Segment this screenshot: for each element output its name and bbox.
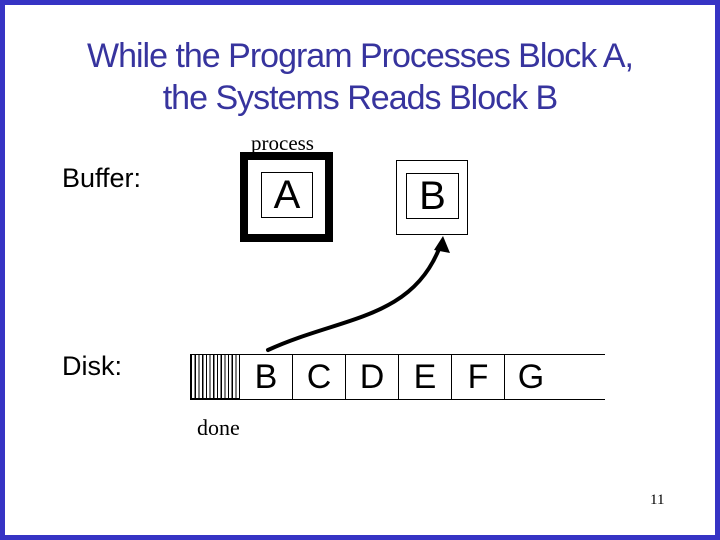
disk-cell-d: D [345, 354, 399, 400]
buffer-label: Buffer: [62, 163, 142, 193]
buffer-block-b-letter: B [406, 173, 459, 219]
process-label: process [251, 131, 314, 155]
disk-cell-b: B [239, 354, 293, 400]
done-label: done [197, 415, 240, 440]
buffer-block-b: B [396, 160, 468, 235]
disk-cell-e: E [398, 354, 452, 400]
disk-cell-c: C [292, 354, 346, 400]
page-number: 11 [650, 492, 665, 508]
disk-row: B C D E F G [190, 354, 605, 400]
title-line-1: While the Program Processes Block A, [86, 37, 634, 75]
disk-cell-f: F [451, 354, 505, 400]
buffer-block-a-letter: A [261, 172, 313, 218]
disk-label: Disk: [62, 351, 122, 381]
disk-cell-g: G [504, 354, 558, 400]
slide-title: While the Program Processes Block A, the… [5, 35, 715, 119]
disk-cell-done-hatched [190, 354, 240, 400]
title-line-2: the Systems Reads Block B [162, 79, 559, 117]
buffer-block-a: A [240, 152, 333, 242]
disk-cell-open [557, 354, 605, 400]
